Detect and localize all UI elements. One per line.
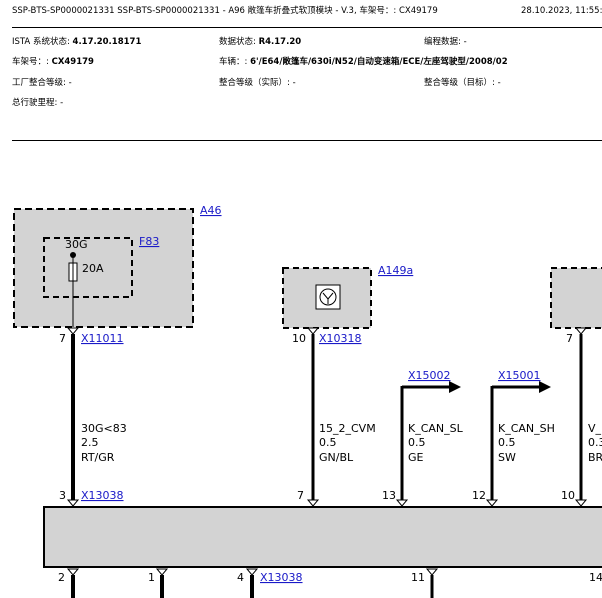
pin-right-7: 7 [566, 332, 573, 345]
pin-main-13: 13 [382, 489, 396, 502]
connector-mark-a46 [66, 327, 80, 335]
module-main [43, 506, 602, 568]
wire-v-color: BR [588, 451, 602, 464]
fuse-box-f83 [43, 237, 133, 298]
pin-main-14: 14 [589, 571, 602, 584]
wire-k-can-sh-color: SW [498, 451, 516, 464]
document-date: 28.10.2023, 11:55: [521, 6, 602, 16]
wire-30g-signal: 30G<83 [81, 422, 127, 435]
wire-k-can-sl-signal: K_CAN_SL [408, 422, 464, 435]
module-right-partial [550, 267, 602, 329]
connector-mark-main-2 [66, 568, 80, 576]
fuse-terminal-label: 30G [65, 238, 88, 251]
document-title: SSP-BTS-SP0000021331 SSP-BTS-SP000002133… [12, 6, 438, 16]
link-x11011[interactable]: X11011 [81, 332, 124, 345]
arrow-x15002 [449, 381, 461, 393]
connector-mark-main-10 [574, 499, 588, 507]
pin-a149a-10: 10 [292, 332, 306, 345]
wire-k-can-sh-size: 0.5 [498, 436, 516, 449]
link-f83[interactable]: F83 [139, 235, 159, 248]
factory-integration-level: 工厂整合等级: - [12, 78, 72, 88]
wire-15-2-cvm-color: GN/BL [319, 451, 354, 464]
connector-mark-main-12 [485, 499, 499, 507]
programming-data: 编程数据: - [424, 37, 467, 47]
link-a149a[interactable]: A149a [378, 264, 413, 277]
link-x13038-bottom[interactable]: X13038 [260, 571, 303, 584]
link-x13038-top[interactable]: X13038 [81, 489, 124, 502]
vin-field: 车架号：: CX49179 [12, 57, 94, 67]
link-x15001[interactable]: X15001 [498, 369, 541, 382]
wire-30g-size: 2.5 [81, 436, 99, 449]
connector-mark-main-1 [155, 568, 169, 576]
pin-a46-7: 7 [59, 332, 66, 345]
integration-level-actual: 整合等级（实际）: - [219, 78, 296, 88]
wire-k-can-sl-color: GE [408, 451, 424, 464]
connector-mark-main-3 [66, 499, 80, 507]
vehicle-field: 车辆：: 6'/E64/敞篷车/630i/N52/自动变速箱/ECE/左座驾驶型… [219, 57, 508, 67]
pin-main-4: 4 [237, 571, 244, 584]
wire-15-2-cvm-size: 0.5 [319, 436, 337, 449]
pin-main-1: 1 [148, 571, 155, 584]
pin-main-7: 7 [297, 489, 304, 502]
arrow-x15001 [539, 381, 551, 393]
connector-mark-a149a [306, 327, 320, 335]
connector-mark-main-11 [425, 568, 439, 576]
connector-mark-main-13 [395, 499, 409, 507]
wire-v-signal: V_ [588, 422, 602, 435]
header-divider-top [12, 27, 602, 28]
integration-level-target: 整合等级（目标）: - [424, 78, 501, 88]
link-x15002[interactable]: X15002 [408, 369, 451, 382]
pin-main-11: 11 [411, 571, 425, 584]
data-status: 数据状态: R4.17.20 [219, 37, 302, 47]
connector-mark-main-7 [306, 499, 320, 507]
link-a46[interactable]: A46 [200, 204, 222, 217]
wire-15-2-cvm-signal: 15_2_CVM [319, 422, 376, 435]
switch-icon-glyph [322, 292, 334, 304]
pin-main-10: 10 [561, 489, 575, 502]
wire-30g-color: RT/GR [81, 451, 115, 464]
total-mileage: 总行驶里程: - [12, 98, 64, 108]
connector-mark-main-4 [245, 568, 259, 576]
link-x10318[interactable]: X10318 [319, 332, 362, 345]
fuse-rating-label: 20A [82, 262, 104, 275]
header-divider-bottom [12, 140, 602, 141]
wire-k-can-sh-signal: K_CAN_SH [498, 422, 555, 435]
ista-status: ISTA 系统状态: 4.17.20.18171 [12, 37, 142, 47]
switch-icon-ring [319, 288, 337, 306]
wire-v-size: 0.3 [588, 436, 602, 449]
pin-main-12: 12 [472, 489, 486, 502]
pin-main-3: 3 [59, 489, 66, 502]
pin-main-2: 2 [58, 571, 65, 584]
connector-mark-right [574, 327, 588, 335]
wire-k-can-sl-size: 0.5 [408, 436, 426, 449]
